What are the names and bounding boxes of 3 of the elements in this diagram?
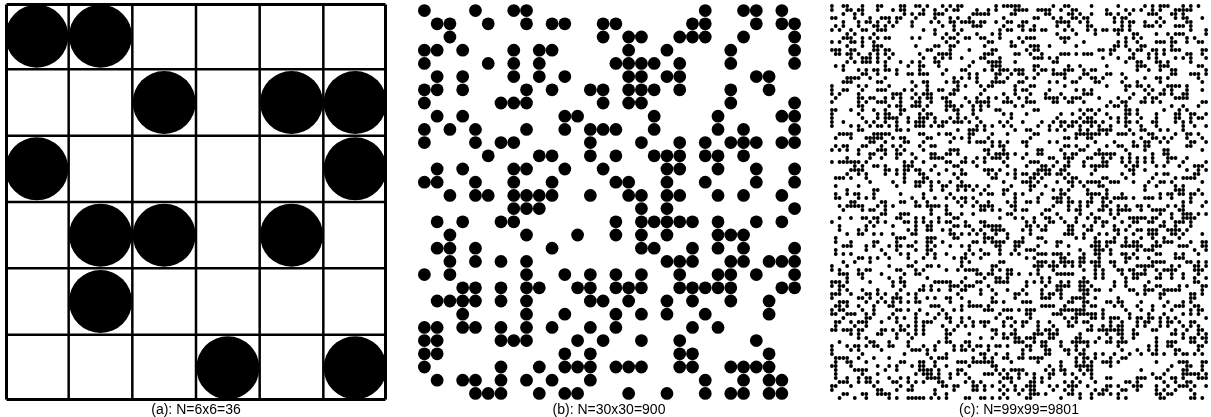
panel-caption: (a): N=6x6=36 — [151, 401, 241, 417]
panel-caption: (b): N=30x30=900 — [552, 401, 666, 417]
panel-caption: (c): N=99x99=9801 — [959, 401, 1079, 417]
